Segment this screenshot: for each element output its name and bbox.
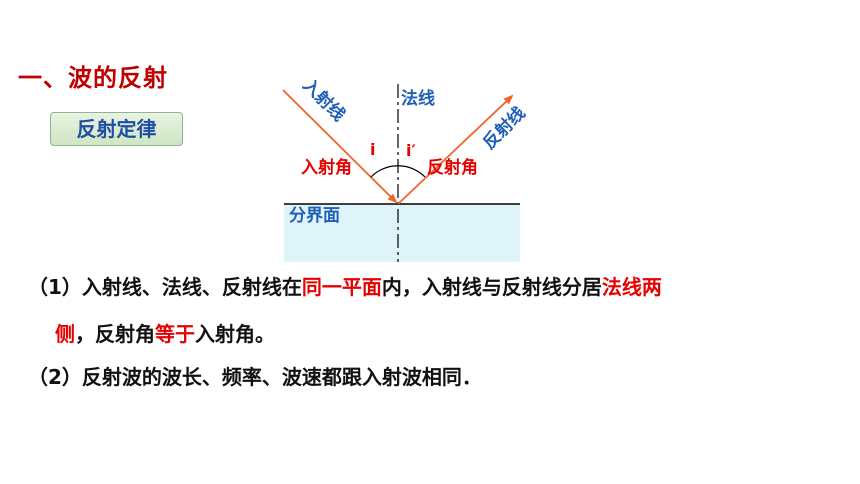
reflected-angle-symbol: i′ [406, 141, 416, 160]
reflected-label: 反射线 [479, 103, 530, 154]
text-segment: 入射角。 [195, 322, 275, 346]
law-badge: 反射定律 [50, 112, 183, 146]
water-region [284, 204, 520, 262]
paragraph-1-line-1: （1）入射线、法线、反射线在同一平面内，入射线与反射线分居法线两 [28, 271, 662, 300]
reflected-ray [397, 94, 514, 205]
text-segment: （2）反射波的波长、频率、波速都跟入射波相同． [28, 365, 482, 389]
text-segment: 法线两 [601, 275, 662, 299]
text-segment: 侧 [55, 322, 75, 346]
incident-angle-symbol: i [370, 140, 375, 159]
text-segment: （1）入射线、法线、反射线在 [28, 275, 302, 299]
paragraph-2: （2）反射波的波长、频率、波速都跟入射波相同． [28, 361, 482, 390]
text-segment: 同一平面 [301, 275, 382, 299]
incident-angle-label: 入射角 [301, 157, 352, 178]
interface-label: 分界面 [289, 206, 340, 226]
incident-label: 入射线 [298, 75, 349, 126]
text-segment: 内，入射线与反射线分居 [381, 275, 602, 299]
normal-label: 法线 [401, 88, 435, 109]
reflected-angle-label: 反射角 [427, 157, 478, 178]
text-segment: 等于 [155, 322, 195, 346]
paragraph-1-line-2: 侧，反射角等于入射角。 [55, 318, 275, 347]
section-heading: 一、波的反射 [18, 64, 168, 92]
angle-arc [370, 165, 426, 178]
text-segment: ，反射角 [75, 322, 155, 346]
incident-ray [282, 89, 398, 204]
